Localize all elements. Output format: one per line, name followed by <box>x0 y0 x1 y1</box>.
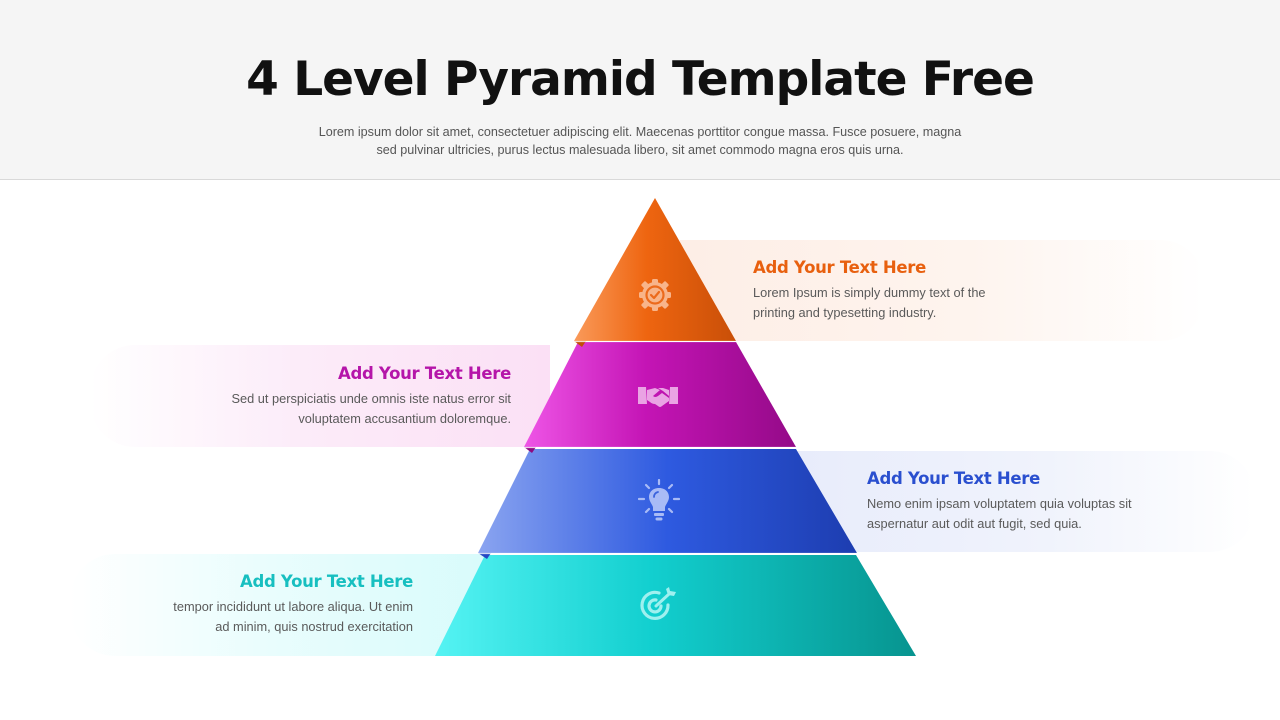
target-arrow-icon <box>640 587 676 620</box>
level-4-text: Add Your Text Here tempor incididunt ut … <box>110 572 413 637</box>
level-3-text-band <box>795 451 1255 552</box>
level-2-heading: Add Your Text Here <box>338 364 511 383</box>
level-3-description: Nemo enim ipsam voluptatem quia voluptas… <box>867 494 1207 534</box>
page-subtitle: Lorem ipsum dolor sit amet, consectetuer… <box>290 123 990 159</box>
level-2-text: Add Your Text Here Sed ut perspiciatis u… <box>170 364 511 429</box>
level-3-text: Add Your Text Here Nemo enim ipsam volup… <box>867 469 1207 534</box>
level-1-line-2: printing and typesetting industry. <box>753 305 937 320</box>
level-4-text-band <box>70 554 490 656</box>
level-3-line-1: Nemo enim ipsam voluptatem quia voluptas… <box>867 496 1132 511</box>
pyramid-level-1 <box>574 198 736 343</box>
level-4-line-2: ad minim, quis nostrud exercitation <box>215 619 413 634</box>
level-3-line-2: aspernatur aut odit aut fugit, sed quia. <box>867 516 1082 531</box>
page-title: 4 Level Pyramid Template Free <box>246 52 1035 107</box>
level-1-text: Add Your Text Here Lorem Ipsum is simply… <box>753 258 1073 323</box>
level-1-description: Lorem Ipsum is simply dummy text of the … <box>753 283 1073 323</box>
level-2-line-2: voluptatem accusantium doloremque. <box>298 411 511 426</box>
level-3-heading: Add Your Text Here <box>867 469 1040 488</box>
level-1-text-band <box>680 240 1205 341</box>
subtitle-line-2: sed pulvinar ultricies, purus lectus mal… <box>376 143 904 157</box>
header: 4 Level Pyramid Template Free Lorem ipsu… <box>0 0 1280 180</box>
handshake-icon <box>638 387 678 407</box>
level-2-line-1: Sed ut perspiciatis unde omnis iste natu… <box>231 391 511 406</box>
level-2-description: Sed ut perspiciatis unde omnis iste natu… <box>170 389 511 429</box>
lightbulb-icon <box>638 479 680 521</box>
level-4-line-1: tempor incididunt ut labore aliqua. Ut e… <box>173 599 413 614</box>
level-1-heading: Add Your Text Here <box>753 258 926 277</box>
pyramid-level-4 <box>435 553 916 656</box>
subtitle-line-1: Lorem ipsum dolor sit amet, consectetuer… <box>318 125 962 139</box>
level-4-heading: Add Your Text Here <box>240 572 413 591</box>
level-2-text-band <box>90 345 550 447</box>
level-1-line-1: Lorem Ipsum is simply dummy text of the <box>753 285 986 300</box>
gear-check-icon <box>639 279 671 311</box>
level-4-description: tempor incididunt ut labore aliqua. Ut e… <box>110 597 413 637</box>
